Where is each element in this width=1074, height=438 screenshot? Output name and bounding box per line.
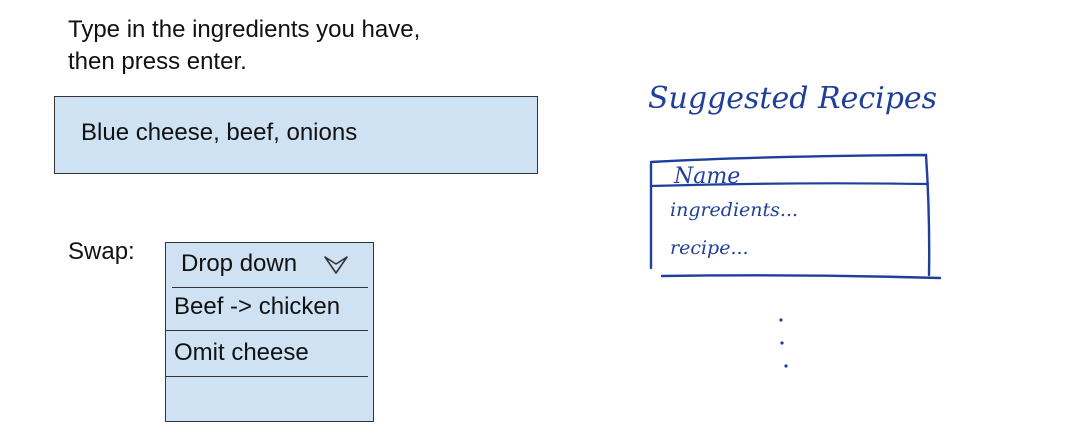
ingredients-input-value: Blue cheese, beef, onions	[81, 119, 358, 146]
swap-option-omit-cheese[interactable]: Omit cheese	[166, 332, 368, 377]
recipe-card[interactable]: Name ingredients... recipe...	[649, 153, 942, 280]
swap-option-label: Beef -> chicken	[174, 293, 341, 320]
swap-dropdown-label: Drop down	[181, 250, 298, 277]
swap-option-beef-chicken[interactable]: Beef -> chicken	[166, 286, 368, 331]
ingredients-input[interactable]: Blue cheese, beef, onions	[54, 96, 538, 174]
swap-dropdown[interactable]: Drop down Beef -> chicken Omit cheese	[165, 242, 374, 422]
swap-label: Swap:	[68, 238, 135, 265]
more-results-ellipsis	[779, 318, 788, 368]
swap-option-label: Omit cheese	[174, 339, 309, 366]
instructions: Type in the ingredients you have, then p…	[68, 14, 528, 78]
recipe-card-ingredients: ingredients...	[670, 199, 798, 221]
chevron-down-icon	[324, 256, 348, 274]
swap-dropdown-toggle[interactable]: Drop down	[172, 243, 368, 288]
instructions-line-2: then press enter.	[68, 48, 247, 75]
recipe-card-name: Name	[673, 164, 740, 189]
recipe-card-recipe: recipe...	[670, 237, 749, 259]
suggested-recipes-title: Suggested Recipes	[648, 81, 937, 116]
instructions-line-1: Type in the ingredients you have,	[68, 16, 421, 43]
